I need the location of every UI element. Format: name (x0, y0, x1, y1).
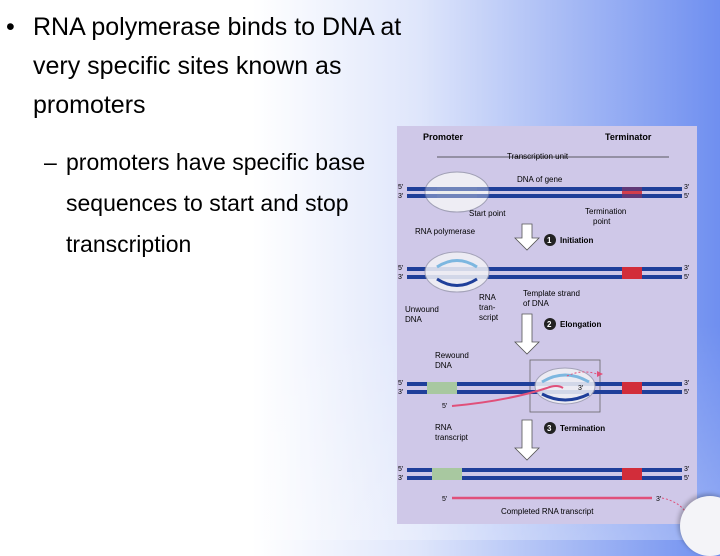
five-prime-rna-label: 5′ (442, 403, 448, 410)
rna-polymerase-label: RNA polymerase (415, 227, 476, 236)
termination-point-label-2: point (593, 217, 611, 226)
five-prime-label-2r: 5′ (684, 274, 690, 281)
rna-transcript2-label-1: RNA (435, 423, 453, 432)
three-prime-rna-label: 3′ (578, 385, 584, 392)
five-prime-label-4r: 5′ (684, 475, 690, 482)
initiation-label: Initiation (560, 236, 593, 245)
unwound-dna-label-2: DNA (405, 315, 423, 324)
dna-stage-termination (407, 468, 686, 512)
dna-stage-initiation (407, 251, 682, 293)
completed-rna-label: Completed RNA transcript (501, 507, 594, 516)
main-bullet-text: RNA polymerase binds to DNA at very spec… (33, 13, 402, 119)
three-prime-label-3: 3′ (398, 389, 404, 396)
template-strand-label-2: of DNA (523, 299, 549, 308)
three-prime-label-2: 3′ (398, 274, 404, 281)
step-2-number: 2 (547, 320, 552, 329)
three-prime-label-right: 3′ (684, 184, 690, 191)
three-prime-rna-label-4: 3′ (656, 496, 662, 503)
transcription-unit-label: Transcription unit (507, 152, 569, 161)
template-strand-label-1: Template strand (523, 289, 580, 298)
terminator-label: Terminator (605, 132, 652, 142)
rna-polymerase-blob (424, 171, 490, 213)
step-3-badge (544, 422, 556, 434)
rna-transcript-label-1: RNA (479, 293, 497, 302)
termination-label: Termination (560, 424, 605, 433)
elongation-label: Elongation (560, 320, 601, 329)
step-3-number: 3 (547, 424, 552, 433)
step-2-badge (544, 318, 556, 330)
termination-point-label-1: Termination (585, 207, 626, 216)
five-prime-label: 5′ (398, 184, 404, 191)
down-arrow-2 (514, 313, 540, 355)
three-prime-label: 3′ (398, 193, 404, 200)
main-bullet: • RNA polymerase binds to DNA at very sp… (6, 8, 406, 125)
rewound-dna-label-1: Rewound (435, 351, 469, 360)
three-prime-label-2r: 3′ (684, 265, 690, 272)
rna-transcript-label-2: tran- (479, 303, 496, 312)
five-prime-label-4: 5′ (398, 466, 404, 473)
bullet-marker: • (6, 13, 15, 41)
five-prime-rna-label-4: 5′ (442, 496, 448, 503)
step-1-badge (544, 234, 556, 246)
three-prime-label-4r: 3′ (684, 466, 690, 473)
start-point-label: Start point (469, 209, 506, 218)
transcription-diagram: Promoter Terminator Transcription unit D… (398, 132, 690, 516)
dna-stage-elongation (407, 359, 682, 413)
three-prime-label-3r: 3′ (684, 380, 690, 387)
rna-transcript-label-3: script (479, 313, 499, 322)
five-prime-label-3r: 5′ (684, 389, 690, 396)
five-prime-label-right: 5′ (684, 193, 690, 200)
step-1-number: 1 (547, 236, 552, 245)
sub-bullet: – promoters have specific base sequences… (44, 142, 384, 265)
dna-stage-initial (407, 171, 682, 213)
down-arrow-3 (514, 419, 540, 461)
sub-bullet-marker: – (44, 149, 57, 175)
five-prime-label-3: 5′ (398, 380, 404, 387)
down-arrow-1 (514, 223, 540, 251)
sub-bullet-text: promoters have specific base sequences t… (66, 149, 366, 257)
rna-transcript2-label-2: transcript (435, 433, 469, 442)
three-prime-label-4: 3′ (398, 475, 404, 482)
transcription-figure: Promoter Terminator Transcription unit D… (397, 126, 697, 524)
dna-of-gene-label: DNA of gene (517, 175, 563, 184)
unwound-dna-label-1: Unwound (405, 305, 439, 314)
promoter-label: Promoter (423, 132, 464, 142)
rewound-dna-label-2: DNA (435, 361, 453, 370)
five-prime-label-2: 5′ (398, 265, 404, 272)
